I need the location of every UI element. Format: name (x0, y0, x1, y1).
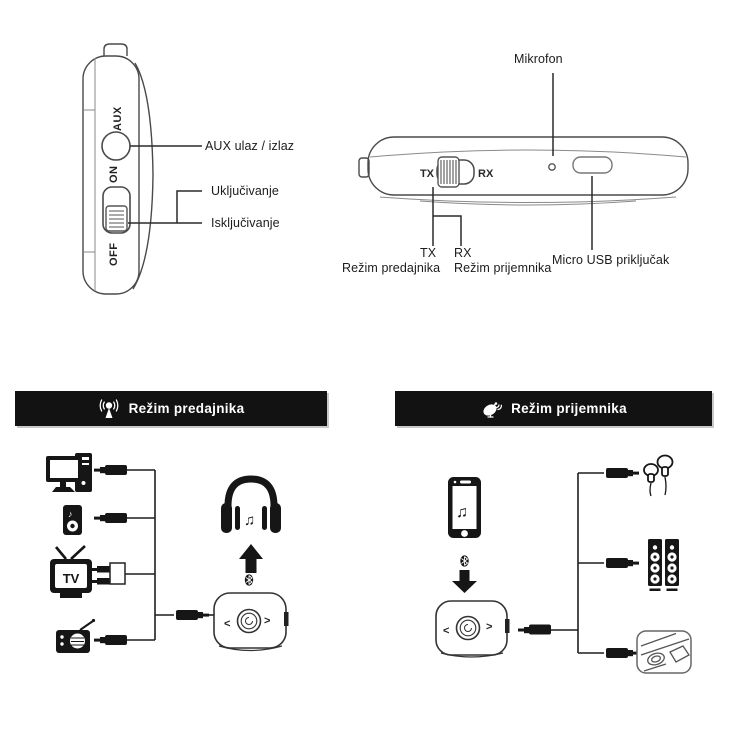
off-engraving: OFF (108, 243, 120, 267)
multifunction-button (236, 608, 262, 634)
aux-plug-from-rx-device (518, 624, 578, 635)
rx-engraving: RX (478, 168, 494, 180)
mp3-note-glyph: ♪ (68, 509, 73, 519)
radio-icon (56, 618, 96, 653)
broadcast-antenna-icon (99, 398, 119, 418)
power-switch-track (102, 186, 131, 234)
micro-usb-port (572, 156, 613, 174)
tx-wire-bus (154, 470, 174, 640)
tx-connection-diagram: ♪ TV (46, 453, 289, 653)
aux-plug-speakers (606, 558, 639, 568)
on-engraving: ON (108, 166, 120, 184)
rx-mode-callout: Režim prijemnika (454, 261, 552, 275)
desktop-computer-icon (46, 453, 92, 492)
earbuds-icon (643, 454, 674, 497)
tv-engraving: TV (63, 571, 80, 586)
device-front-body (367, 136, 689, 196)
next-track-button: > (264, 615, 270, 627)
multifunction-button (455, 615, 481, 641)
device-front-bottom-bevel (379, 196, 677, 206)
mode-switch-knob (437, 156, 460, 188)
music-note-glyph: ♫ (456, 504, 468, 521)
prev-track-button: < (443, 625, 449, 637)
car-audio-icon (636, 630, 692, 674)
aux-plug-into-tx-device (176, 610, 214, 620)
device-side-nub (284, 612, 289, 626)
aux-plug-mp3 (94, 513, 155, 523)
aux-plug-car (606, 648, 639, 658)
rx-connection-diagram: ♫ < > (435, 454, 692, 674)
switch-callout-lines (128, 190, 202, 224)
microphone-callout: Mikrofon (514, 52, 563, 66)
rx-callout-line (433, 215, 462, 246)
device-side-view: AUX ON OFF (82, 43, 202, 295)
aux-plug-computer (94, 465, 155, 475)
rx-mode-banner: Režim prijemnika (395, 391, 712, 426)
bluetooth-icon-rx (460, 555, 469, 567)
tx-engraving: TX (420, 168, 435, 180)
aux-engraving: AUX (112, 106, 124, 131)
tv-icon: TV (50, 545, 92, 598)
arrow-up-icon (239, 544, 263, 573)
device-back-curve (132, 62, 154, 290)
smartphone-icon: ♫ (448, 477, 481, 538)
rx-banner-label: Režim prijemnika (511, 401, 627, 416)
rx-callout-label: RX (454, 246, 472, 260)
aux-jack-callout: AUX ulaz / izlaz (205, 139, 295, 153)
power-switch-ridges (109, 210, 124, 228)
power-off-callout: Isključivanje (211, 216, 280, 230)
bt-adapter-device-tx: < > (213, 592, 289, 652)
satellite-dish-icon (483, 401, 503, 418)
arrow-down-icon (452, 570, 477, 593)
bluetooth-icon-tx (244, 574, 254, 586)
bt-adapter-device-rx: < > (435, 600, 510, 658)
device-side-body (82, 55, 140, 295)
rca-adapter-plug-tv (92, 562, 155, 585)
device-front-left-tab (358, 157, 370, 178)
usb-callout: Micro USB priključak (552, 253, 670, 267)
mp3-player-icon: ♪ (63, 505, 82, 535)
prev-track-button: < (224, 618, 230, 630)
tx-mode-callout: Režim predajnika (342, 261, 441, 275)
device-side-nub (505, 619, 510, 633)
device-seam-ticks (83, 109, 95, 253)
mode-switch-ridges (440, 160, 457, 184)
microphone-hole (548, 163, 556, 171)
rx-wire-bus (577, 472, 604, 654)
next-track-button: > (486, 621, 492, 633)
tx-callout-label: TX (420, 246, 437, 260)
aux-plug-radio (94, 635, 155, 645)
tx-mode-banner: Režim predajnika (15, 391, 327, 426)
speakers-icon (648, 539, 679, 591)
aux-plug-knob (103, 43, 128, 56)
music-note-glyph: ♫ (244, 512, 255, 529)
tx-banner-label: Režim predajnika (128, 401, 245, 416)
aux-port (101, 131, 131, 161)
power-on-callout: Uključivanje (211, 184, 279, 198)
headphones-icon: ♫ (221, 475, 281, 533)
device-front-top-bevel (369, 149, 687, 158)
device-front-view: TX RX (358, 73, 689, 250)
aux-plug-earbuds (606, 468, 639, 478)
